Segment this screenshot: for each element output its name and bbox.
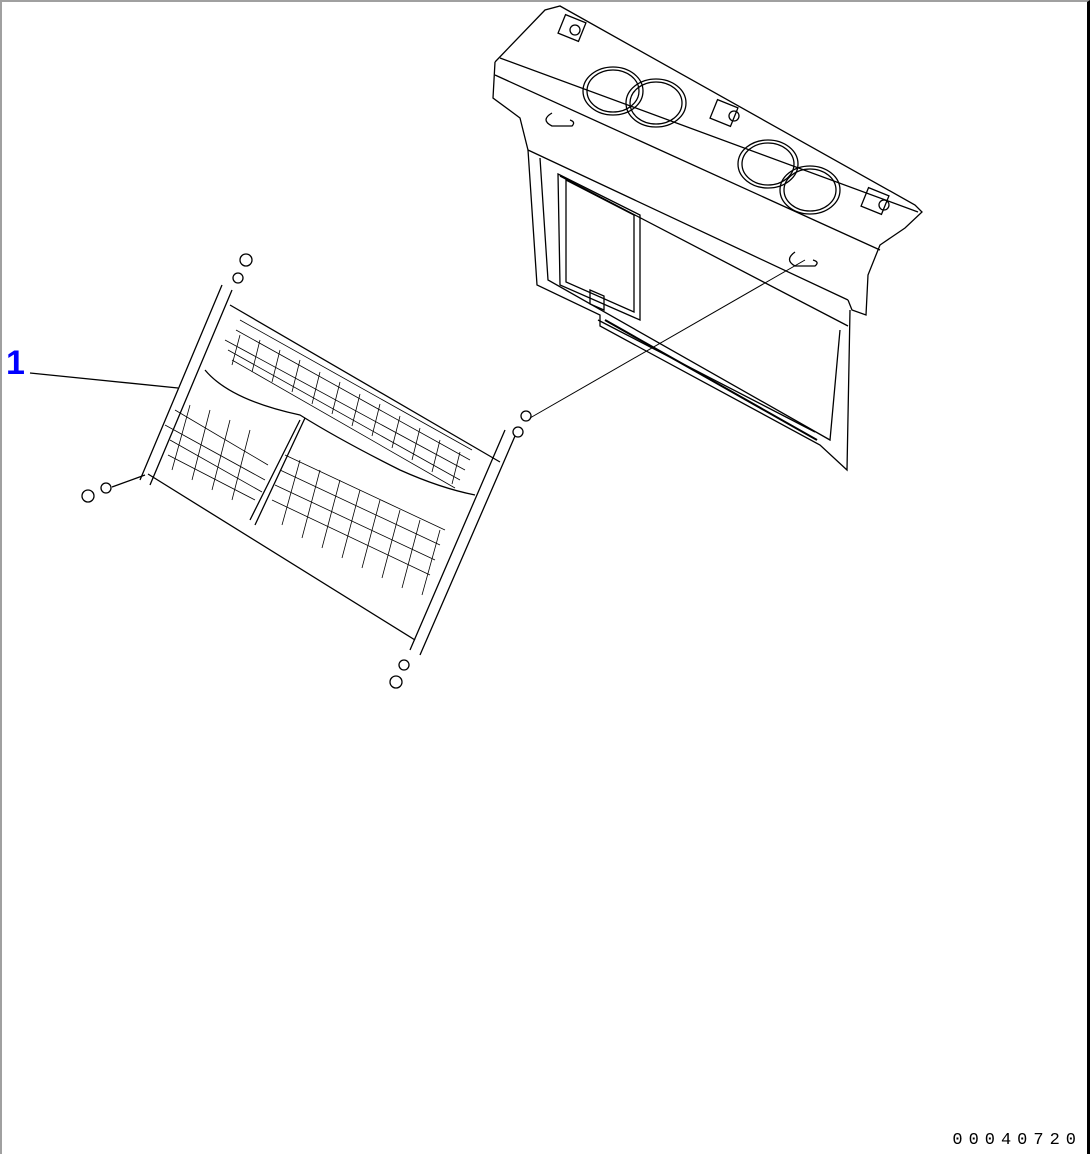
callout-leader-line xyxy=(29,372,179,389)
storage-net xyxy=(81,253,532,689)
drawing-number: 00040720 xyxy=(952,1131,1082,1150)
callout-number-1: 1 xyxy=(6,344,25,382)
rear-panel xyxy=(492,5,923,472)
assembly-leader-line xyxy=(529,259,806,419)
